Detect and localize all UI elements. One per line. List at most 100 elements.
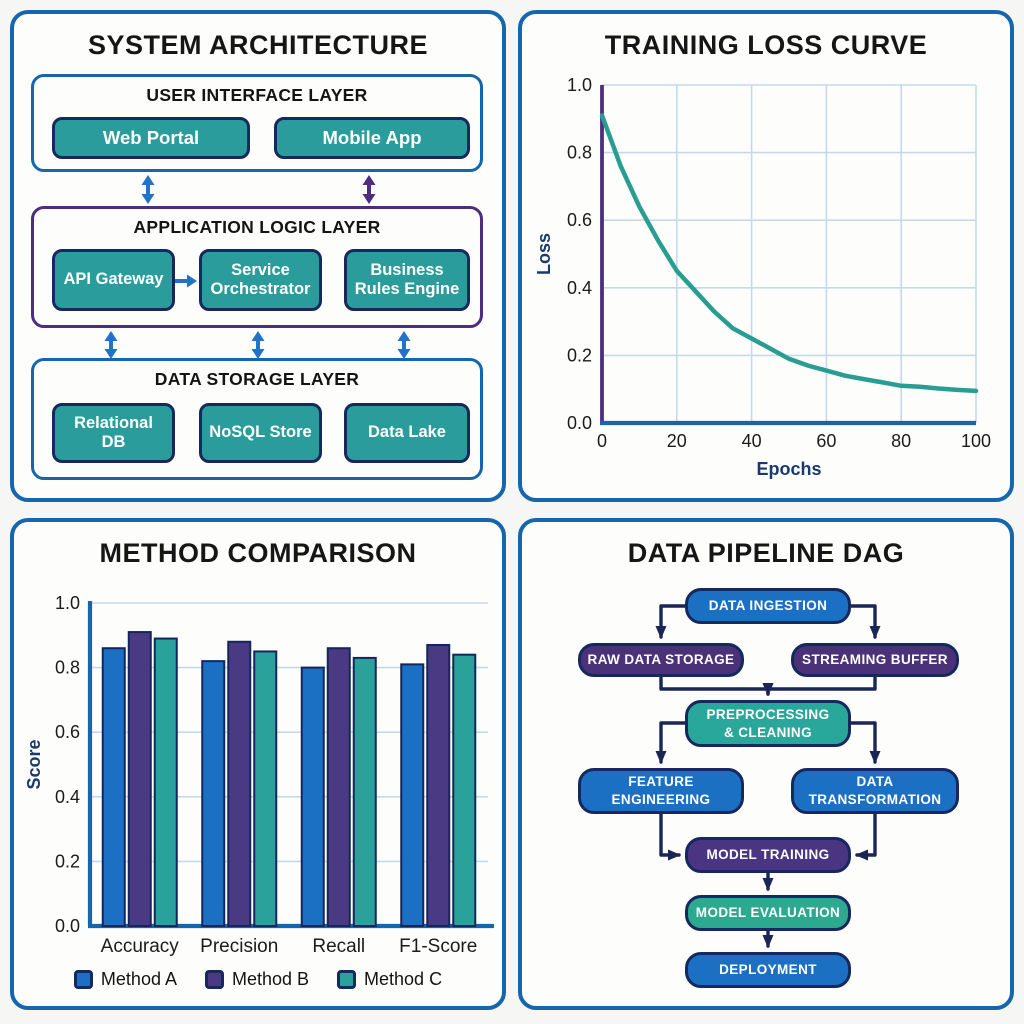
dag-edge-stream-preprocess [762, 675, 877, 696]
legend-swatch-icon [73, 969, 93, 989]
panel-method-comparison: METHOD COMPARISON Accuracy Precision Recal… [10, 518, 506, 1010]
dag-node-ingest: DATA INGESTION [685, 588, 851, 624]
bar-method-b-recall [326, 647, 351, 927]
bar-method-c-precision [253, 650, 278, 927]
dag-edge-ingest-raw [655, 604, 687, 639]
node-business-rules-engine-label: Business Rules Engine [354, 260, 460, 298]
dag-edge-feature-train [659, 812, 681, 861]
dag-node-feature: FEATURE ENGINEERING [578, 768, 744, 814]
dag-node-train: MODEL TRAINING [685, 837, 851, 873]
node-mobile-app-label: Mobile App [322, 127, 422, 149]
layer-data-storage: DATA STORAGE LAYER Relational DB NoSQL S… [31, 358, 483, 480]
legend-item-method-c: Method C [337, 969, 442, 990]
layer-application-logic-label: APPLICATION LOGIC LAYER [133, 217, 381, 237]
node-service-orchestrator-label: Service Orchestrator [210, 260, 311, 298]
dag-title: DATA PIPELINE DAG [627, 538, 905, 568]
y-axis-title: Score [24, 739, 44, 789]
loss-curve-line [599, 113, 979, 394]
panel-system-architecture: SYSTEM ARCHITECTURE USER INTERFACE LAYER… [10, 10, 506, 502]
layer-application-logic: APPLICATION LOGIC LAYER API Gateway Serv… [31, 206, 483, 328]
dag-node-eval: MODEL EVALUATION [685, 895, 851, 931]
x-tick-label: 100 [961, 431, 991, 451]
node-nosql-store: NoSQL Store [199, 403, 322, 463]
bar-chart-legend: Method A Method B Method C [14, 963, 502, 995]
dag-edge-preprocess-feature [655, 721, 687, 764]
node-nosql-store-label: NoSQL Store [209, 423, 312, 442]
node-relational-db: Relational DB [52, 403, 175, 463]
y-tick-label: 0.2 [55, 851, 80, 871]
x-tick-label: 60 [816, 431, 836, 451]
bar-method-c-recall [352, 656, 377, 927]
node-api-gateway-label: API Gateway [63, 270, 164, 289]
dag-node-preprocess: PREPROCESSING & CLEANING [685, 700, 851, 747]
dag-edge-transform-train [855, 812, 877, 861]
node-web-portal-label: Web Portal [102, 127, 200, 149]
bar-method-b-precision [227, 640, 252, 927]
category-label: Precision [200, 936, 278, 957]
panel-training-loss-curve: TRAINING LOSS CURVE 0.0 0.2 0.4 0.6 0.8 1.0 0 2… [518, 10, 1014, 502]
y-tick-label: 0.4 [567, 278, 592, 298]
layer-data-storage-label: DATA STORAGE LAYER [154, 369, 360, 389]
node-mobile-app: Mobile App [274, 117, 470, 159]
bar-method-a-precision [201, 660, 226, 927]
arrow-logic-storage-2-icon [251, 331, 265, 359]
bar-method-a-accuracy [101, 647, 126, 927]
legend-label: Method C [364, 968, 443, 989]
arrow-logic-storage-1-icon [104, 331, 118, 359]
y-tick-label: 0.2 [567, 345, 592, 365]
y-tick-label: 0.4 [55, 787, 80, 807]
dag-node-stream: STREAMING BUFFER [791, 643, 959, 677]
y-axis-title: Loss [534, 233, 554, 275]
layer-user-interface: USER INTERFACE LAYER Web Portal Mobile A… [31, 74, 483, 172]
dag-edge-preprocess-transform [849, 721, 881, 764]
node-business-rules-engine: Business Rules Engine [344, 249, 470, 311]
y-tick-label: 1.0 [567, 75, 592, 95]
bar-method-c-accuracy [153, 637, 178, 927]
y-tick-label: 0.8 [567, 143, 592, 163]
arrow-ui-logic-right-icon [362, 175, 376, 204]
y-tick-label: 0.0 [567, 413, 592, 433]
x-tick-label: 20 [667, 431, 687, 451]
node-web-portal: Web Portal [52, 117, 250, 159]
x-tick-label: 0 [597, 431, 607, 451]
x-tick-label: 40 [742, 431, 762, 451]
y-tick-label: 0.0 [55, 916, 80, 936]
legend-item-method-a: Method A [73, 969, 177, 990]
node-relational-db-label: Relational DB [74, 413, 153, 451]
y-tick-label: 0.8 [55, 658, 80, 678]
node-api-gateway: API Gateway [52, 249, 175, 311]
bar-chart-title: METHOD COMPARISON [99, 538, 417, 568]
bar-method-a-recall [300, 666, 325, 927]
layer-user-interface-label: USER INTERFACE LAYER [146, 85, 368, 105]
x-tick-label: 80 [891, 431, 911, 451]
legend-swatch-icon [337, 969, 357, 989]
dag-node-transform: DATA TRANSFORMATION [791, 768, 959, 814]
dag-edge-ingest-stream [849, 604, 881, 639]
y-tick-label: 1.0 [55, 593, 80, 613]
dag-node-raw: RAW DATA STORAGE [578, 643, 744, 677]
bar-chart: Accuracy Precision Recall F1-Score 0.0 0.2 0.4… [24, 593, 494, 957]
arrow-logic-storage-3-icon [397, 331, 411, 359]
legend-label: Method B [231, 968, 310, 989]
category-label: F1-Score [399, 936, 477, 957]
legend-item-method-b: Method B [204, 968, 310, 990]
dag-edge-raw-preprocess [659, 675, 774, 696]
y-tick-label: 0.6 [55, 722, 80, 742]
arrow-ui-logic-left-icon [141, 175, 155, 204]
bar-method-b-accuracy [127, 631, 152, 927]
legend-swatch-icon [204, 969, 224, 989]
panel-data-pipeline-dag: DATA PIPELINE DAG DATA INGESTION RAW DATA… [518, 518, 1014, 1010]
y-tick-label: 0.6 [567, 210, 592, 230]
node-service-orchestrator: Service Orchestrator [199, 249, 322, 311]
bar-method-a-f1-score [400, 663, 425, 927]
architecture-title: SYSTEM ARCHITECTURE [87, 30, 428, 60]
bar-method-c-f1-score [452, 653, 477, 927]
dag-node-deploy: DEPLOYMENT [685, 952, 851, 988]
category-label: Recall [312, 936, 365, 957]
bar-method-b-f1-score [426, 643, 451, 928]
node-data-lake-label: Data Lake [368, 423, 446, 442]
x-axis-title: Epochs [756, 459, 821, 479]
category-label: Accuracy [101, 936, 180, 957]
loss-chart-title: TRAINING LOSS CURVE [604, 30, 928, 60]
